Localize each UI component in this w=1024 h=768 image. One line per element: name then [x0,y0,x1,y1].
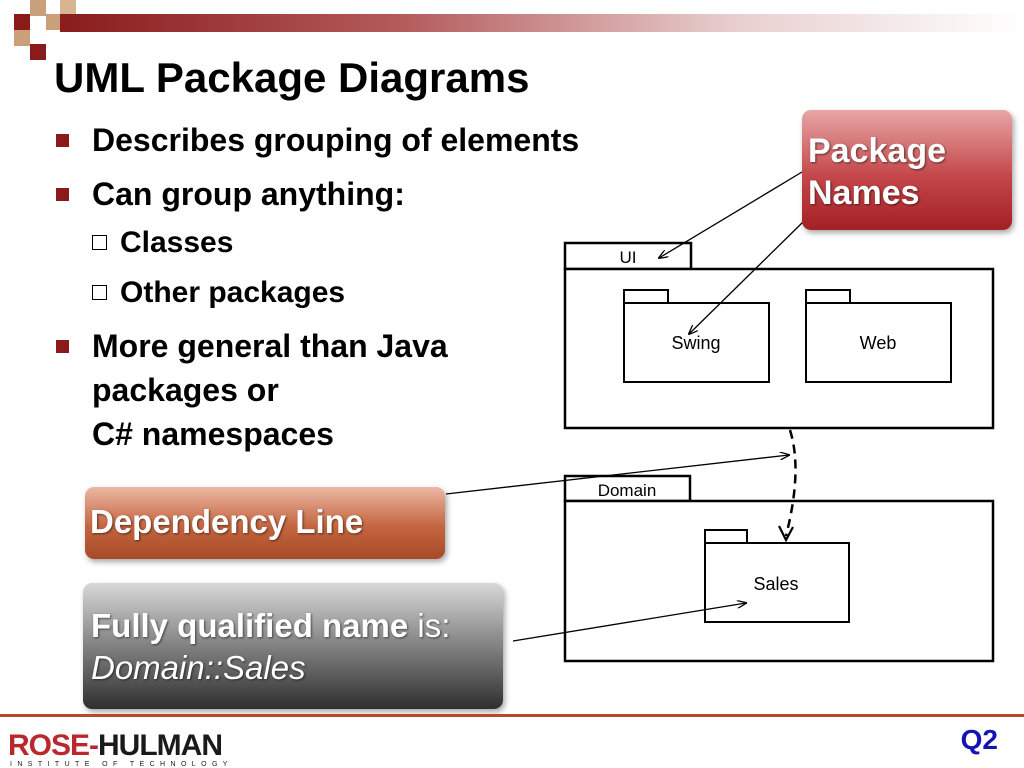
decor-square [30,0,46,16]
fqn-label: Fully qualified name [91,607,409,644]
bullet-item: More general than Java packages or C# na… [56,324,448,456]
bullet-square-icon [56,340,69,353]
package-name: Sales [753,574,798,594]
bullet-item: Describes grouping of elements [56,118,580,162]
package-tab [704,529,748,544]
package-names-callout: Package Names [802,110,1012,230]
header-decoration [0,0,1024,62]
callout-line: Names [808,174,920,212]
pointer-arrow-to-dependency [445,455,789,495]
slide-title: UML Package Diagrams [54,54,530,101]
fully-qualified-name-callout: Fully qualified name is: Domain::Sales [83,583,503,709]
sub-bullet-text: Other packages [120,276,346,309]
rose-hulman-logo: ROSE-HULMAN INSTITUTE OF TECHNOLOGY [8,730,227,768]
pointer-arrow-to-ui [659,171,803,258]
package-name: Domain [598,481,657,500]
logo-rose: ROSE- [8,729,99,762]
decor-square [46,14,62,30]
bullet-text-line: C# namespaces [92,416,334,452]
logo-subtitle: INSTITUTE OF TECHNOLOGY [10,761,233,768]
sub-bullet-text: Classes [120,226,234,259]
dependency-line-callout: Dependency Line [85,487,445,559]
package-body [704,542,850,623]
logo-wordmark: ROSE-HULMAN [8,729,223,762]
decor-square [14,30,30,46]
dependency-line [784,429,797,537]
callout-line: Fully qualified name is: [91,605,503,647]
fqn-value: Domain::Sales [91,649,306,686]
package-name: Swing [671,333,720,353]
hollow-square-icon [92,235,107,250]
hollow-square-icon [92,285,107,300]
package-body [623,302,770,383]
bullet-text: Can group anything: [92,176,405,212]
logo-hulman: HULMAN [98,729,223,762]
header-gradient-bar [60,14,1024,32]
bullet-square-icon [56,134,69,147]
decor-square [30,44,46,60]
package-tab [563,474,692,503]
pointer-arrow-to-sales [512,603,746,642]
package-sales: Sales [704,529,850,623]
bullet-square-icon [56,188,69,201]
bullet-item: Can group anything: [56,172,405,216]
footer-rule [0,714,1024,717]
package-body [805,302,952,383]
slide-number: Q2 [960,724,998,755]
dependency-arrowhead [778,525,794,543]
sub-bullet-item: Other packages [92,276,346,310]
package-tab [805,289,851,304]
sub-bullet-item: Classes [92,226,234,260]
package-name: Web [860,333,897,353]
bullet-text-line: packages or [92,372,279,408]
bullet-text-line: More general than Java [92,328,448,364]
bullet-text: Describes grouping of elements [92,122,580,158]
decor-square [14,14,30,30]
fqn-is: is: [408,607,451,644]
package-swing: Swing [623,289,770,383]
package-name: UI [620,248,637,267]
callout-line: Package [808,132,946,170]
pointer-arrow-to-swing [689,221,804,334]
decor-square [60,0,76,16]
callout-text: Dependency Line [90,503,364,540]
package-tab [623,289,669,304]
package-web: Web [805,289,952,383]
